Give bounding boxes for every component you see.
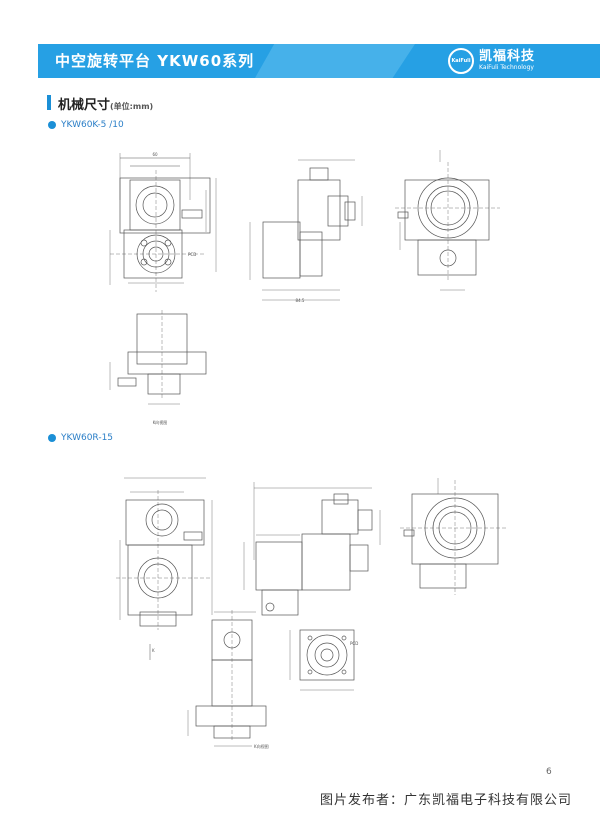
drawing-k-bottom-view: K向视图 [109,310,207,425]
header-accent-stripe [255,44,415,78]
page-title: 中空旋转平台 YKW60系列 [55,52,255,70]
drawing-r-front-view [116,477,213,630]
page-number: 6 [546,767,552,777]
bullet-icon [48,121,56,129]
section-marker [47,95,51,110]
svg-text:PCD: PCD [350,641,358,646]
drawing-k-front-view: 60 PCD [109,152,217,292]
logo-emblem-icon: KaiFuli [448,48,474,74]
logo-name-en: KaiFuli Technology [479,64,534,71]
page-header: 中空旋转平台 YKW60系列 KaiFuli 凯福科技 KaiFuli Tech… [0,44,600,78]
drawing-r-k-view: K K向视图 [149,610,269,749]
drawing-flange-view: PCD [289,629,358,691]
logo-name-cn: 凯福科技 [479,49,536,64]
svg-text:K: K [152,648,155,653]
publisher-credit: 图片发布者：广东凯福电子科技有限公司 [320,793,573,808]
model-label-1: YKW60K-5 /10 [48,120,124,130]
company-logo: KaiFuli 凯福科技 KaiFuli Technology [448,48,535,74]
drawing-r-side-view [243,482,381,616]
section-title: 机械尺寸(单位:mm) [58,98,154,113]
svg-text:PCD: PCD [188,252,196,257]
drawing-rear-view [395,150,500,291]
bullet-icon [48,434,56,442]
model-label-2: YKW60R-15 [48,433,113,443]
svg-text:84.5: 84.5 [296,298,305,303]
header-title-box [38,44,273,78]
svg-text:60: 60 [152,152,158,157]
svg-text:K向视图: K向视图 [254,743,269,749]
svg-text:K向视图: K向视图 [153,419,168,425]
drawing-r-rear-view [400,478,508,595]
section-unit: (单位:mm) [110,102,154,111]
drawing-side-view: 84.5 [249,159,363,303]
